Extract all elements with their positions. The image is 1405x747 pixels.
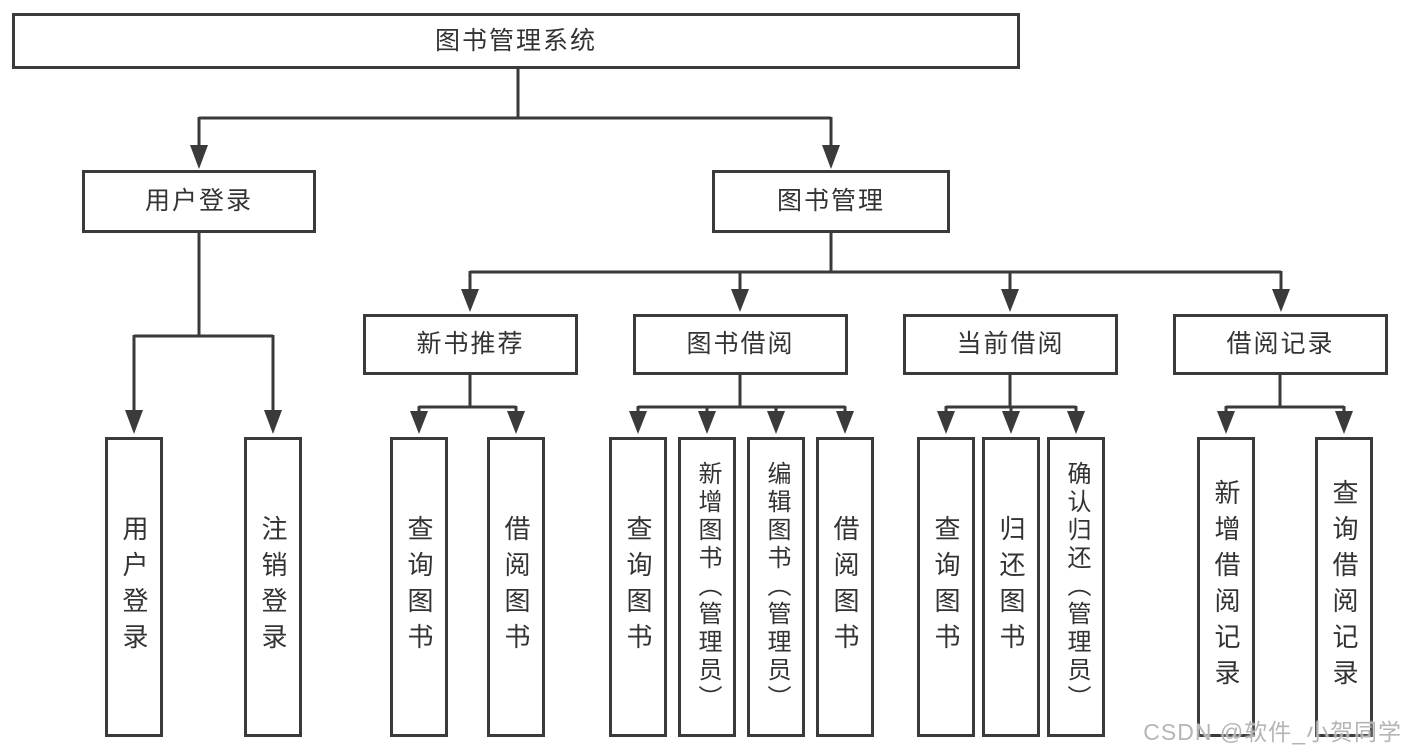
arrow-down-icon xyxy=(1002,411,1020,434)
leaf-query-borrow-record: 查询借阅记录 xyxy=(1315,437,1373,737)
arrow-down-icon xyxy=(1067,411,1085,434)
arrow-down-icon xyxy=(507,411,525,434)
arrow-down-icon xyxy=(125,410,143,434)
connector-book-borrow-children xyxy=(636,373,847,413)
leaf-confirm-return-admin: 确认归还（管理员） xyxy=(1047,437,1105,737)
leaf-query-books-recommend: 查询图书 xyxy=(390,437,448,737)
connector-book-mgmt-to-level3 xyxy=(468,233,1283,291)
arrow-down-icon xyxy=(1001,289,1019,312)
leaf-logout: 注销登录 xyxy=(244,437,302,737)
leaf-add-book-admin: 新增图书（管理员） xyxy=(678,437,736,737)
node-label: 新书推荐 xyxy=(416,330,525,358)
node-label: 用户登录 xyxy=(119,515,149,659)
node-label: 用户登录 xyxy=(144,187,253,215)
leaf-borrow-books-borrowing: 借阅图书 xyxy=(816,437,874,737)
leaf-query-books-current: 查询图书 xyxy=(917,437,975,737)
arrow-down-icon xyxy=(937,411,955,434)
node-label: 借阅图书 xyxy=(830,515,860,659)
csdn-watermark: CSDN @软件_小贺同学 xyxy=(1143,719,1402,745)
arrow-down-icon xyxy=(731,289,749,312)
node-label: 查询图书 xyxy=(931,515,961,659)
leaf-return-books: 归还图书 xyxy=(982,437,1040,737)
node-label: 借阅记录 xyxy=(1226,330,1335,358)
arrow-down-icon xyxy=(822,145,840,169)
connector-root-to-level2 xyxy=(197,68,833,147)
connector-new-book-children xyxy=(417,373,518,413)
arrow-down-icon xyxy=(461,289,479,312)
node-label: 借阅图书 xyxy=(501,515,531,659)
connector-user-login-children xyxy=(132,233,275,412)
connector-current-borrow-children xyxy=(944,373,1078,413)
node-borrow-records: 借阅记录 xyxy=(1173,314,1388,375)
leaf-add-borrow-record: 新增借阅记录 xyxy=(1197,437,1255,737)
node-label: 图书借阅 xyxy=(686,330,795,358)
node-label: 当前借阅 xyxy=(956,330,1065,358)
node-label: 新增图书（管理员） xyxy=(694,461,721,713)
node-label: 图书管理 xyxy=(776,187,885,215)
node-user-login: 用户登录 xyxy=(82,170,316,233)
node-label: 编辑图书（管理员） xyxy=(763,461,790,713)
node-label: 查询借阅记录 xyxy=(1329,479,1359,695)
node-book-borrowing: 图书借阅 xyxy=(633,314,848,375)
arrow-down-icon xyxy=(836,411,854,434)
node-root: 图书管理系统 xyxy=(12,13,1020,69)
arrow-down-icon xyxy=(629,411,647,434)
leaf-query-books-borrowing: 查询图书 xyxy=(609,437,667,737)
arrow-down-icon xyxy=(1335,411,1353,434)
leaf-edit-book-admin: 编辑图书（管理员） xyxy=(747,437,805,737)
arrow-down-icon xyxy=(767,411,785,434)
arrowheads xyxy=(125,145,1353,434)
arrow-down-icon xyxy=(410,411,428,434)
node-book-management: 图书管理 xyxy=(712,170,950,233)
arrow-down-icon xyxy=(190,145,208,169)
node-label: 查询图书 xyxy=(404,515,434,659)
node-label: 查询图书 xyxy=(623,515,653,659)
node-label: 确认归还（管理员） xyxy=(1063,461,1090,713)
node-label: 图书管理系统 xyxy=(434,26,597,55)
node-label: 注销登录 xyxy=(258,515,288,659)
arrow-down-icon xyxy=(264,410,282,434)
node-current-borrowing: 当前借阅 xyxy=(903,314,1118,375)
node-label: 新增借阅记录 xyxy=(1211,479,1241,695)
leaf-user-login: 用户登录 xyxy=(105,437,163,737)
connector-borrow-record-children xyxy=(1224,373,1346,413)
node-new-book-recommend: 新书推荐 xyxy=(363,314,578,375)
leaf-borrow-books-recommend: 借阅图书 xyxy=(487,437,545,737)
node-label: 归还图书 xyxy=(996,515,1026,659)
arrow-down-icon xyxy=(698,411,716,434)
arrow-down-icon xyxy=(1272,289,1290,312)
arrow-down-icon xyxy=(1217,411,1235,434)
